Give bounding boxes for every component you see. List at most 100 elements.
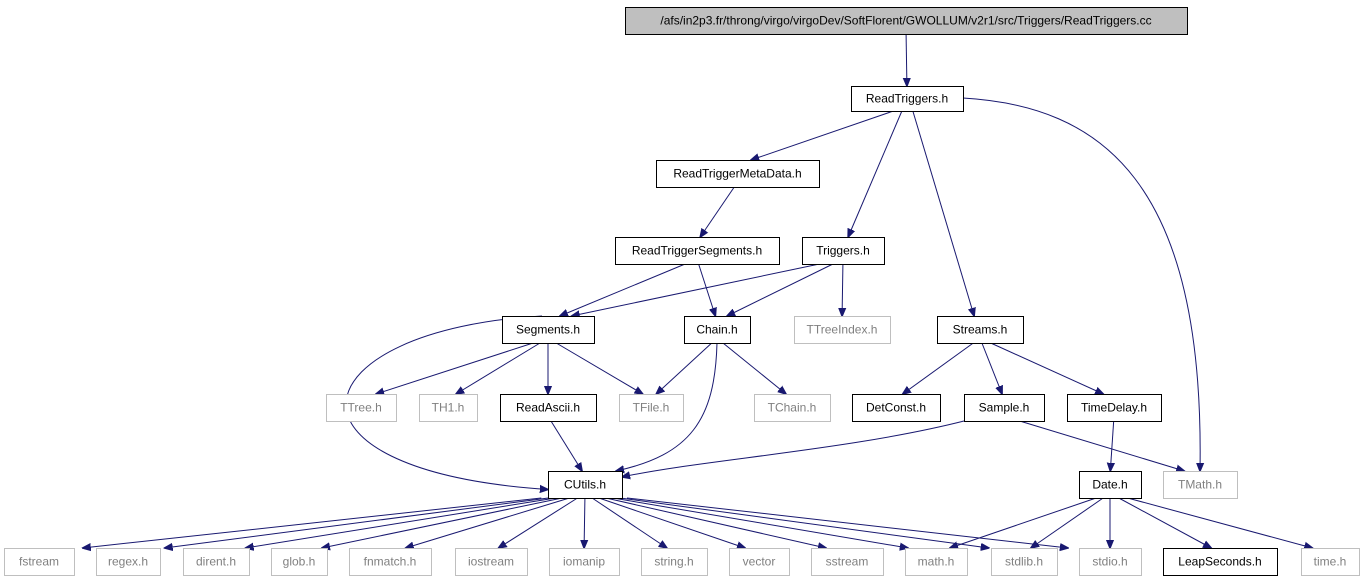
node-box [852,394,941,422]
edge-segments-h-to-th1-h [456,342,541,394]
node-label: Streams.h [953,323,1008,337]
node-label: TMath.h [1178,478,1222,492]
node-fstream: fstream [4,548,75,576]
node-box [794,316,891,344]
node-box [802,237,885,265]
edge-date-h-to-time-h [1127,497,1313,548]
node-label: Sample.h [979,401,1030,415]
node-fnmatch-h: fnmatch.h [349,548,432,576]
node-iomanip: iomanip [549,548,620,576]
node-box [455,548,528,576]
node-stdlib-h: stdlib.h [991,548,1058,576]
edge-cutils-h-to-regex-h [165,497,549,548]
node-box [502,316,595,344]
node-box [811,548,884,576]
node-time-h: time.h [1301,548,1360,576]
node-timedelay-h[interactable]: TimeDelay.h [1067,394,1162,422]
node-chain-h[interactable]: Chain.h [684,316,751,344]
edge-streams-h-to-detconst-h [903,342,974,394]
node-label: fstream [19,555,59,569]
nodes: /afs/in2p3.fr/throng/virgo/virgoDev/Soft… [4,7,1360,576]
node-label: CUtils.h [564,478,606,492]
node-label: TChain.h [768,401,817,415]
edge-cutils-h-to-dirent-h [246,497,556,548]
node-label: glob.h [283,555,316,569]
node-dirent-h: dirent.h [183,548,250,576]
node-label: string.h [654,555,693,569]
edge-root-to-readtriggers-h [906,33,907,86]
node-label: stdio.h [1092,555,1127,569]
node-label: stdlib.h [1005,555,1043,569]
node-box [905,548,968,576]
node-box [1067,394,1162,422]
node-sstream: sstream [811,548,884,576]
edge-segments-h-to-ttree-h [376,342,534,394]
node-segments-h[interactable]: Segments.h [502,316,595,344]
node-readtriggersegments-h[interactable]: ReadTriggerSegments.h [615,237,780,265]
edge-chain-h-to-tfile-h [656,342,713,394]
edge-date-h-to-leapseconds-h [1118,497,1211,548]
edge-streams-h-to-timedelay-h [990,342,1104,394]
node-streams-h[interactable]: Streams.h [937,316,1024,344]
edge-cutils-h-to-sstream [605,497,826,548]
node-leapseconds-h[interactable]: LeapSeconds.h [1163,548,1278,576]
node-readtriggermetadata-h[interactable]: ReadTriggerMetaData.h [656,160,820,188]
node-iostream: iostream [455,548,528,576]
edge-chain-h-to-tchain-h [722,342,786,394]
node-box [641,548,708,576]
node-readascii-h[interactable]: ReadAscii.h [500,394,597,422]
node-date-h[interactable]: Date.h [1079,471,1142,499]
node-box [1079,548,1142,576]
node-regex-h: regex.h [96,548,161,576]
node-box [4,548,75,576]
edge-cutils-h-to-fstream [83,497,542,548]
node-tmath-h: TMath.h [1163,471,1238,499]
node-label: TH1.h [432,401,465,415]
node-box [754,394,831,422]
edge-streams-h-to-sample-h [981,342,1002,394]
node-cutils-h[interactable]: CUtils.h [548,471,623,499]
node-box [183,548,250,576]
node-box [96,548,161,576]
node-label: LeapSeconds.h [1178,555,1261,569]
node-string-h: string.h [641,548,708,576]
node-label: time.h [1314,555,1347,569]
node-label: /afs/in2p3.fr/throng/virgo/virgoDev/Soft… [660,14,1151,28]
node-box [656,160,820,188]
edge-triggers-h-to-ttreeindex-h [842,263,843,316]
node-readtriggers-h[interactable]: ReadTriggers.h [851,86,964,112]
node-box [349,548,432,576]
edge-triggers-h-to-chain-h [727,263,834,316]
node-label: sstream [826,555,869,569]
node-box [1301,548,1360,576]
node-math-h: math.h [905,548,968,576]
node-triggers-h[interactable]: Triggers.h [802,237,885,265]
node-label: Chain.h [696,323,737,337]
node-stdio-h: stdio.h [1079,548,1142,576]
node-ttree-h: TTree.h [326,394,397,422]
node-box [729,548,790,576]
node-root[interactable]: /afs/in2p3.fr/throng/virgo/virgoDev/Soft… [625,7,1188,35]
node-label: ReadTriggerMetaData.h [673,167,801,181]
node-detconst-h[interactable]: DetConst.h [852,394,941,422]
edge-date-h-to-math-h [950,497,1097,548]
node-label: math.h [918,555,955,569]
edges [83,33,1313,548]
edge-triggers-h-to-segments-h [572,263,820,316]
edge-readtriggers-h-to-tmath-h [962,97,1200,471]
edge-readtriggersegments-h-to-segments-h [560,263,686,316]
node-label: fnmatch.h [364,555,417,569]
node-box [964,394,1045,422]
edge-cutils-h-to-iomanip [584,497,585,548]
edge-chain-h-to-cutils-h [616,342,718,471]
node-label: TFile.h [633,401,670,415]
node-sample-h[interactable]: Sample.h [964,394,1045,422]
node-glob-h: glob.h [271,548,328,576]
node-vector: vector [729,548,790,576]
node-box [548,471,623,499]
edge-readtriggers-h-to-triggers-h [848,110,903,237]
edge-readtriggers-h-to-readtriggermetadata-h [751,110,894,160]
edge-cutils-h-to-stdlib-h [620,497,989,548]
node-box [991,548,1058,576]
node-label: ReadTriggerSegments.h [632,244,762,258]
